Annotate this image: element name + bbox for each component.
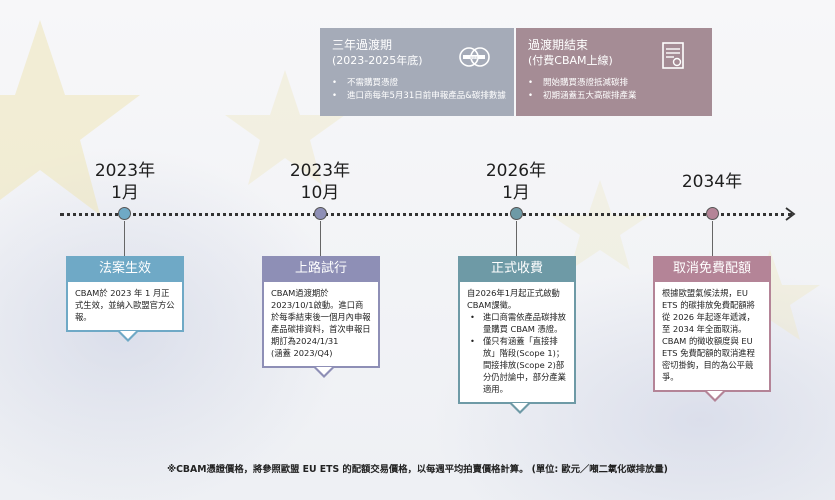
milestone-card-trial-run: 上路試行 CBAM過渡期於2023/10/1啟動。進口商於每季結束後一個月內申報… xyxy=(262,256,380,378)
date-month: 1月 xyxy=(111,183,139,203)
connector-line xyxy=(320,221,321,256)
phase-subtitle: (付費CBAM上線) xyxy=(528,54,613,67)
star-shape xyxy=(0,20,140,215)
phase-bullet: 開始購買憑證抵減碳排 xyxy=(528,77,700,90)
phase-box-transition: 三年過渡期 (2023-2025年底) $$$$ 不需購買憑證 進口商每年5月3… xyxy=(320,28,514,116)
phase-box-end-of-transition: 過渡期結束 (付費CBAM上線) 開始購買憑證抵減碳排 初期涵蓋五大高碳排產業 xyxy=(516,28,712,116)
timeline-node xyxy=(314,207,327,220)
card-title: 法案生效 xyxy=(66,256,184,282)
milestone-date: 2034年 xyxy=(652,171,772,193)
date-month: 1月 xyxy=(502,183,530,203)
card-pointer-inner xyxy=(316,367,332,375)
card-title: 正式收費 xyxy=(458,256,576,282)
card-pointer-inner xyxy=(707,391,723,399)
card-title: 上路試行 xyxy=(262,256,380,282)
date-year: 2034年 xyxy=(681,172,743,192)
card-body: CBAM於 2023 年 1 月正式生效，並納入歐盟官方公報。 xyxy=(66,282,184,332)
card-text: CBAM於 2023 年 1 月正式生效，並納入歐盟官方公報。 xyxy=(75,288,175,322)
star-shape xyxy=(550,180,650,270)
card-text: (涵蓋 2023/Q4) xyxy=(271,348,333,358)
card-text: CBAM 的徵收額度與 EU ETS 免費配額的取消進程密切掛鉤，目的為公平競爭… xyxy=(662,336,755,382)
date-year: 2026年 xyxy=(485,161,547,181)
card-text: 根據歐盟氣候法規，EU ETS 的碳排放免費配額將從 2026 年起逐年遞減，至… xyxy=(662,288,755,334)
date-year: 2023年 xyxy=(289,161,351,181)
svg-text:$$$$: $$$$ xyxy=(470,56,478,60)
card-text: 自2026年1月起正式啟動CBAM課徵。 xyxy=(467,288,560,310)
date-year: 2023年 xyxy=(94,161,156,181)
card-bullet: 進口商需依產品碳排放量購買 CBAM 憑證。 xyxy=(467,311,567,335)
card-pointer-inner xyxy=(512,403,528,411)
connector-line xyxy=(712,221,713,256)
milestone-date: 2026年 1月 xyxy=(456,160,576,204)
phase-title: 過渡期結束 xyxy=(528,38,589,52)
timeline-node xyxy=(510,207,523,220)
card-body: CBAM過渡期於2023/10/1啟動。進口商於每季結束後一個月內申報產品碳排資… xyxy=(262,282,380,368)
card-bullet: 僅只有涵蓋「直接排放」階段(Scope 1)；間接排放(Scope 2)部分仍討… xyxy=(467,335,567,395)
milestone-date: 2023年 1月 xyxy=(65,160,185,204)
phase-subtitle: (2023-2025年底) xyxy=(332,54,423,67)
milestone-card-official-charge: 正式收費 自2026年1月起正式啟動CBAM課徵。 進口商需依產品碳排放量購買 … xyxy=(458,256,576,414)
phase-bullet: 初期涵蓋五大高碳排產業 xyxy=(528,90,700,103)
connector-line xyxy=(124,221,125,256)
timeline-node xyxy=(118,207,131,220)
milestone-date: 2023年 10月 xyxy=(260,160,380,204)
certificate-document-icon xyxy=(662,42,684,69)
phase-title: 三年過渡期 xyxy=(332,38,393,52)
date-month: 10月 xyxy=(300,183,340,203)
timeline-axis xyxy=(60,213,792,216)
card-body: 自2026年1月起正式啟動CBAM課徵。 進口商需依產品碳排放量購買 CBAM … xyxy=(458,282,576,404)
card-body: 根據歐盟氣候法規，EU ETS 的碳排放免費配額將從 2026 年起逐年遞減，至… xyxy=(653,282,771,392)
phase-bullet: 進口商每年5月31日前申報產品&碳排數據 xyxy=(332,90,506,103)
card-title: 取消免費配額 xyxy=(653,256,771,282)
timeline-arrow-icon xyxy=(785,207,796,221)
footnote: ※CBAM憑證價格，將參照歐盟 EU ETS 的配額交易價格，以每週平均拍賣價格… xyxy=(167,464,668,475)
timeline-node xyxy=(706,207,719,220)
phase-bullet: 不需購買憑證 xyxy=(332,77,502,90)
card-pointer-inner xyxy=(120,331,136,339)
connector-line xyxy=(516,221,517,256)
card-text: CBAM過渡期於2023/10/1啟動。進口商於每季結束後一個月內申報產品碳排資… xyxy=(271,288,371,346)
milestone-card-free-allowance-removal: 取消免費配額 根據歐盟氣候法規，EU ETS 的碳排放免費配額將從 2026 年… xyxy=(653,256,771,402)
star-shape xyxy=(225,70,345,185)
milestone-card-law-in-force: 法案生效 CBAM於 2023 年 1 月正式生效，並納入歐盟官方公報。 xyxy=(66,256,184,342)
cash-coins-icon: $$$$ xyxy=(459,47,490,67)
